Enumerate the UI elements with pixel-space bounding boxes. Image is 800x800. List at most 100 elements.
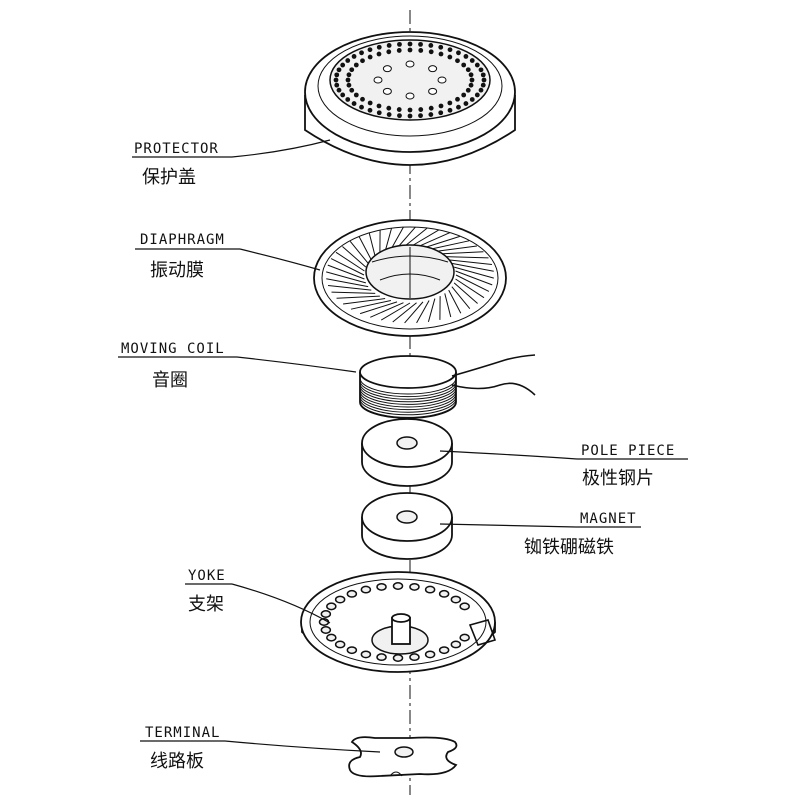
diaphragm-rib	[455, 278, 485, 299]
protector-hole	[386, 112, 392, 117]
label-pole-piece-en: POLE PIECE	[581, 443, 675, 459]
label-yoke-zh: 支架	[188, 594, 224, 615]
yoke-hole	[392, 654, 404, 662]
yoke-hole	[409, 653, 420, 662]
diaphragm-rib	[330, 258, 365, 276]
label-moving-coil-en: MOVING COIL	[121, 341, 225, 357]
label-yoke: YOKE 支架	[185, 568, 331, 624]
protector-hole	[334, 72, 340, 78]
label-moving-coil-zh: 音圈	[152, 370, 188, 391]
diaphragm-rib	[350, 299, 391, 310]
protector-inner-hole	[382, 87, 392, 95]
protector-hole	[336, 67, 342, 73]
protector-hole	[456, 104, 461, 110]
protector-hole	[345, 97, 351, 102]
protector-inner-hole	[428, 65, 438, 73]
coil-winding	[359, 396, 457, 413]
label-protector-zh: 保护盖	[142, 167, 196, 188]
protector-hole	[480, 72, 486, 78]
yoke-hole	[392, 582, 404, 590]
diaphragm-rib	[404, 301, 424, 324]
label-pole-piece: POLE PIECE 极性钢片	[439, 443, 688, 489]
label-magnet-en: MAGNET	[580, 511, 637, 527]
protector-hole	[447, 100, 453, 106]
diaphragm-rib	[384, 228, 393, 252]
diaphragm-rib	[429, 240, 470, 251]
protector-hole	[376, 51, 382, 57]
protector-hole	[346, 72, 352, 78]
protector-hole	[353, 92, 359, 98]
protector-hole	[367, 107, 373, 113]
yoke-hole	[326, 633, 337, 642]
protector-hole	[386, 49, 392, 55]
yoke-hole	[438, 589, 450, 598]
protector-hole	[396, 107, 402, 112]
yoke-holes	[318, 582, 470, 662]
protector-hole	[469, 77, 475, 83]
label-terminal: TERMINAL 线路板	[140, 725, 381, 772]
protector-hole	[397, 113, 402, 119]
diaphragm-rib	[451, 262, 494, 272]
protector-hole	[367, 47, 373, 53]
pole-piece-part	[361, 418, 453, 487]
coil-winding	[359, 401, 457, 418]
diaphragm-rib	[326, 271, 366, 284]
protector-hole	[465, 87, 471, 93]
protector-hole	[351, 101, 357, 106]
coil-winding	[359, 383, 457, 400]
protector-hole	[447, 107, 453, 113]
diaphragm-rib	[455, 274, 490, 292]
protector-hole	[480, 82, 486, 88]
diaphragm-rib	[327, 285, 372, 291]
protector-hole	[428, 49, 434, 55]
protector-hole	[367, 54, 373, 60]
protector-hole	[438, 103, 444, 109]
yoke-hole	[326, 602, 337, 611]
protector-hole	[345, 77, 351, 83]
label-moving-coil: MOVING COIL 音圈	[118, 341, 357, 391]
diaphragm-rib	[416, 300, 430, 324]
protector-hole	[481, 77, 487, 83]
protector-hole	[359, 50, 364, 56]
yoke-hole	[409, 582, 420, 591]
yoke-hole	[450, 595, 462, 604]
diaphragm-rib	[448, 259, 493, 265]
protector-hole	[345, 58, 351, 63]
protector-hole	[367, 100, 373, 106]
protector-part	[304, 31, 516, 166]
protector-hole	[346, 82, 352, 88]
protector-hole	[465, 67, 471, 73]
protector-hole	[428, 43, 434, 48]
coil-winding	[359, 377, 457, 395]
terminal-part	[348, 736, 458, 778]
diaphragm-rib	[444, 293, 452, 318]
yoke-hole	[346, 646, 358, 655]
label-diaphragm-zh: 振动膜	[150, 260, 204, 281]
protector-holes	[333, 41, 487, 119]
protector-inner-hole	[437, 76, 447, 84]
protector-hole	[438, 51, 444, 57]
yoke-hole	[424, 650, 436, 659]
protector-hole	[376, 110, 382, 116]
protector-hole	[469, 58, 475, 63]
protector-hole	[336, 87, 342, 93]
label-terminal-en: TERMINAL	[145, 725, 220, 741]
coil-lead-wires	[451, 354, 536, 377]
diaphragm-rib	[455, 270, 493, 286]
protector-hole	[428, 105, 434, 111]
protector-hole	[478, 87, 484, 93]
yoke-hole	[320, 626, 332, 634]
coil-winding	[359, 393, 457, 411]
label-magnet: MAGNET 铷铁硼磁铁	[439, 511, 641, 558]
diaphragm-rib	[448, 289, 462, 314]
magnet-part	[361, 492, 453, 560]
yoke-hole	[334, 640, 346, 649]
protector-hole	[349, 67, 355, 73]
yoke-hole	[438, 646, 450, 655]
diaphragm-rib	[349, 240, 369, 264]
label-terminal-zh: 线路板	[150, 751, 204, 772]
diaphragm-rib	[380, 302, 411, 321]
protector-hole	[333, 77, 339, 83]
yoke-hole	[346, 589, 358, 598]
protector-hole	[438, 44, 444, 50]
